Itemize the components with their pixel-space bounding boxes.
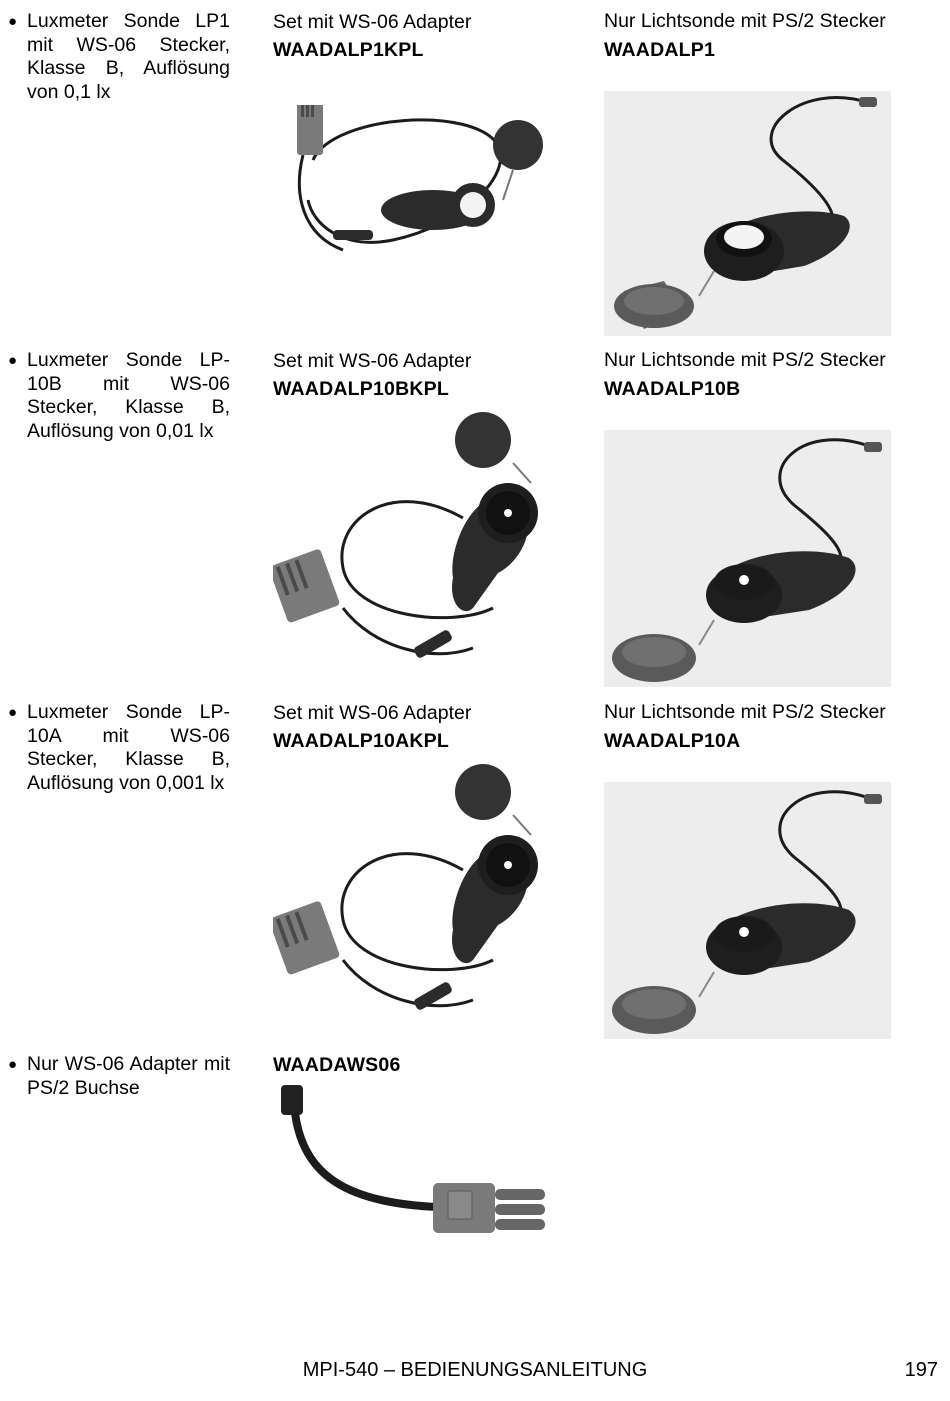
probe-photo-lp10b xyxy=(604,430,891,687)
probe-order-code: WAADALP10A xyxy=(604,729,741,752)
probe-column: Nur Lichtsonde mit PS/2 Stecker WAADALP1… xyxy=(604,349,891,401)
set-order-code: WAADALP10AKPL xyxy=(273,730,449,752)
set-photo-lp10b xyxy=(273,408,553,668)
description-text: Luxmeter Sonde LP1 mit WS-06 Stecker, Kl… xyxy=(27,10,230,103)
bullet-icon: ● xyxy=(8,1056,18,1073)
probe-photo-lp10a xyxy=(604,782,891,1039)
set-order-code: WAADALP10BKPL xyxy=(273,378,449,400)
set-label: Set mit WS-06 Adapter xyxy=(273,350,472,372)
description-text: Luxmeter Sonde LP-10A mit WS-06 Stecker,… xyxy=(27,701,230,794)
set-label: Set mit WS-06 Adapter xyxy=(273,11,472,33)
set-photo-lp1 xyxy=(273,105,553,335)
set-column: Set mit WS-06 Adapter WAADALP1KPL xyxy=(273,10,573,62)
bullet-icon: ● xyxy=(8,352,18,369)
bullet-icon: ● xyxy=(8,704,18,721)
set-label: Set mit WS-06 Adapter xyxy=(273,702,472,724)
product-description: ● Luxmeter Sonde LP-10B mit WS-06 Stecke… xyxy=(8,349,230,443)
set-column: Set mit WS-06 Adapter WAADALP10AKPL xyxy=(273,701,573,753)
set-column: Set mit WS-06 Adapter WAADALP10BKPL xyxy=(273,349,573,401)
probe-label: Nur Lichtsonde mit PS/2 Stecker xyxy=(604,701,886,723)
probe-label: Nur Lichtsonde mit PS/2 Stecker xyxy=(604,349,886,371)
product-description: ● Luxmeter Sonde LP-10A mit WS-06 Stecke… xyxy=(8,701,230,795)
probe-photo-lp1 xyxy=(604,91,891,336)
set-column: WAADAWS06 xyxy=(273,1053,573,1077)
probe-label: Nur Lichtsonde mit PS/2 Stecker xyxy=(604,10,886,32)
probe-order-code: WAADALP10B xyxy=(604,377,741,400)
bullet-icon: ● xyxy=(8,13,18,30)
probe-column: Nur Lichtsonde mit PS/2 Stecker WAADALP1… xyxy=(604,701,891,753)
page-number: 197 xyxy=(904,1359,938,1381)
set-photo-lp10a xyxy=(273,760,553,1020)
description-text: Luxmeter Sonde LP-10B mit WS-06 Stecker,… xyxy=(27,349,230,442)
product-description: ● Nur WS-06 Adapter mit PS/2 Buchse xyxy=(8,1053,230,1100)
adapter-photo-ws06 xyxy=(273,1083,553,1243)
set-order-code: WAADALP1KPL xyxy=(273,39,424,61)
set-order-code: WAADAWS06 xyxy=(273,1054,401,1076)
probe-column: Nur Lichtsonde mit PS/2 Stecker WAADALP1 xyxy=(604,10,891,62)
description-text: Nur WS-06 Adapter mit PS/2 Buchse xyxy=(27,1053,230,1099)
footer-title: MPI-540 – BEDIENUNGSANLEITUNG xyxy=(302,1359,648,1381)
probe-order-code: WAADALP1 xyxy=(604,38,716,61)
product-description: ● Luxmeter Sonde LP1 mit WS-06 Stecker, … xyxy=(8,10,230,104)
